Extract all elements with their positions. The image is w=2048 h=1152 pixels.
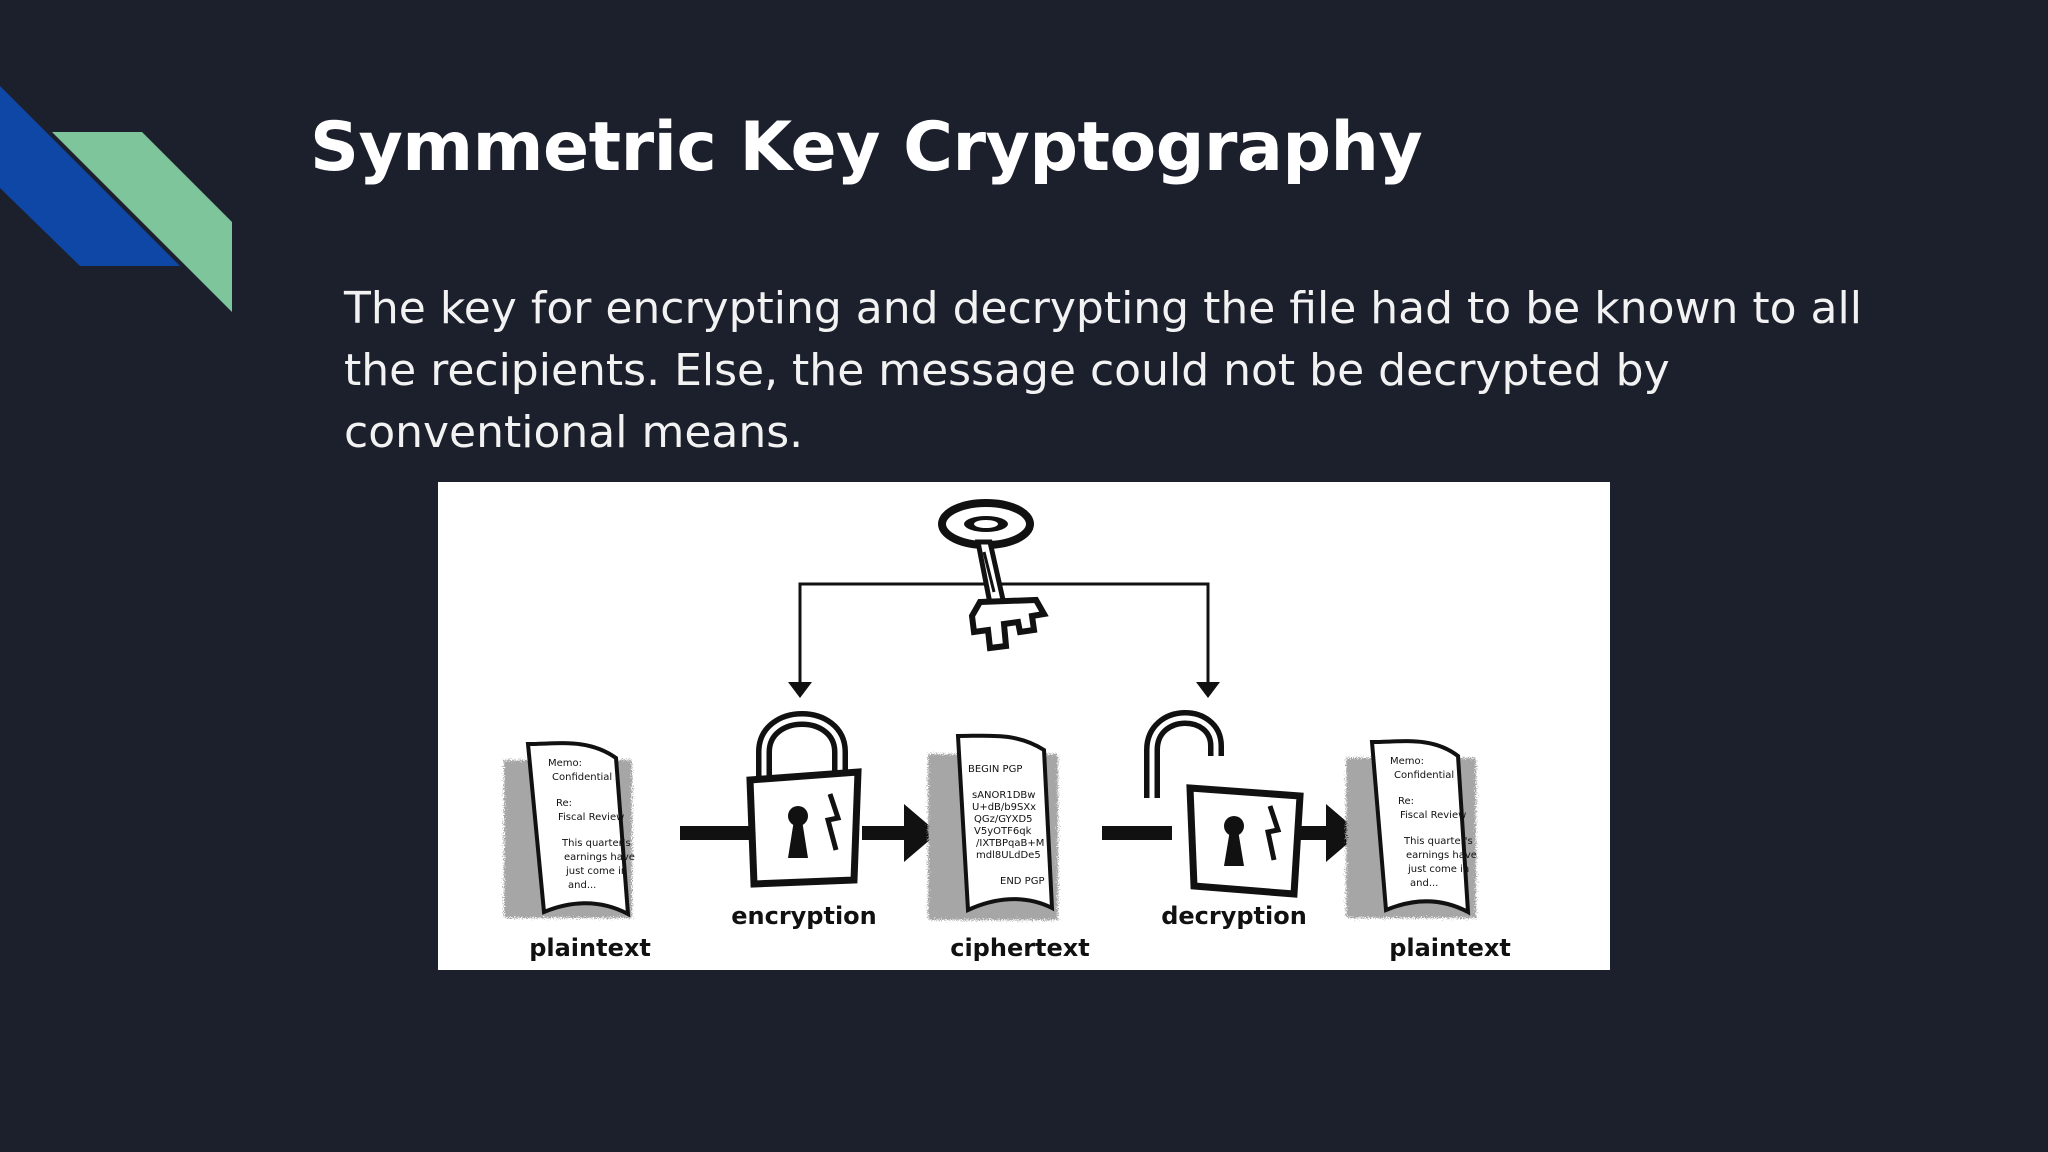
closed-lock-icon bbox=[746, 711, 862, 888]
doc-line: and... bbox=[568, 880, 596, 891]
doc-line: earnings have bbox=[1406, 850, 1477, 861]
symmetric-key-diagram: Memo: Confidential Re: Fiscal Review Thi… bbox=[438, 482, 1610, 970]
doc-line: Fiscal Review bbox=[1400, 810, 1466, 821]
plaintext-label-right: plaintext bbox=[1389, 934, 1511, 962]
doc-line: END PGP bbox=[1000, 876, 1045, 887]
doc-line: BEGIN PGP bbox=[968, 764, 1022, 775]
encryption-label: encryption bbox=[731, 902, 877, 930]
key-distribution-arrows bbox=[788, 582, 1220, 698]
ciphertext-label: ciphertext bbox=[950, 934, 1090, 962]
doc-line: sANOR1DBw bbox=[972, 790, 1035, 801]
decryption-label: decryption bbox=[1161, 902, 1307, 930]
doc-line: Memo: bbox=[1390, 756, 1424, 767]
doc-line: and... bbox=[1410, 878, 1438, 889]
doc-line: earnings have bbox=[564, 852, 635, 863]
ciphertext-document: BEGIN PGP sANOR1DBw U+dB/b9SXx QGz/GYXD5… bbox=[928, 733, 1058, 920]
accent-blue-stripe bbox=[0, 86, 180, 266]
arrow-down-to-decryption bbox=[1196, 682, 1220, 698]
corner-accent-shapes bbox=[0, 86, 232, 312]
slide-title: Symmetric Key Cryptography bbox=[310, 108, 1423, 187]
open-lock-icon bbox=[1144, 710, 1304, 898]
doc-line: This quarter's bbox=[1403, 836, 1473, 847]
plaintext-document-right: Memo: Confidential Re: Fiscal Review Thi… bbox=[1346, 739, 1477, 918]
plaintext-label-left: plaintext bbox=[529, 934, 651, 962]
doc-line: Confidential bbox=[1394, 770, 1454, 781]
slide-body-text: The key for encrypting and decrypting th… bbox=[344, 283, 1862, 458]
document-icon bbox=[1369, 739, 1471, 916]
doc-line: Fiscal Review bbox=[558, 812, 624, 823]
arrow-down-to-encryption bbox=[788, 682, 812, 698]
document-icon bbox=[955, 733, 1055, 914]
accent-green-stripe bbox=[52, 132, 232, 312]
doc-line: QGz/GYXD5 bbox=[974, 814, 1033, 825]
plaintext-document-left: Memo: Confidential Re: Fiscal Review Thi… bbox=[504, 741, 635, 918]
doc-line: /IXTBPqaB+M bbox=[976, 838, 1044, 849]
doc-line: Confidential bbox=[552, 772, 612, 783]
doc-line: This quarter's bbox=[561, 838, 631, 849]
doc-line: mdl8ULdDe5 bbox=[976, 850, 1041, 861]
key-icon bbox=[938, 499, 1049, 652]
flow-arrows bbox=[680, 804, 1360, 862]
doc-line: Memo: bbox=[548, 758, 582, 769]
document-icon bbox=[525, 741, 631, 918]
doc-line: Re: bbox=[556, 798, 572, 809]
doc-line: V5yOTF6qk bbox=[974, 826, 1032, 837]
doc-line: just come in bbox=[1407, 864, 1469, 875]
doc-line: just come in bbox=[565, 866, 627, 877]
doc-line: U+dB/b9SXx bbox=[972, 802, 1036, 813]
doc-line: Re: bbox=[1398, 796, 1414, 807]
